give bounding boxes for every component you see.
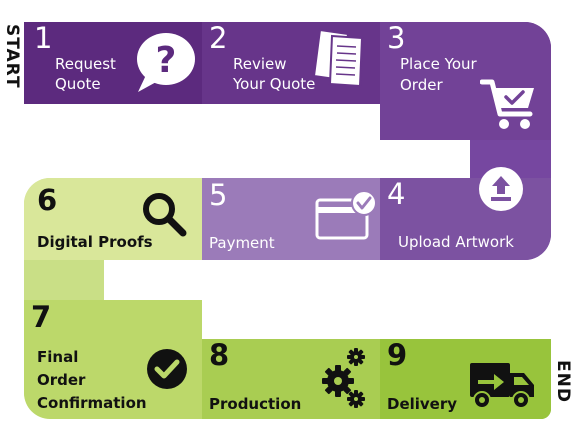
step-9-label-line-1: Delivery <box>387 395 458 413</box>
step-1-number: 1 <box>34 21 53 55</box>
magnifier-icon <box>143 193 187 237</box>
step-1-label-line-1: Request <box>55 55 116 73</box>
step-7-label-line-1: Final <box>37 348 79 366</box>
step-8-panel: 8 Production <box>202 339 380 419</box>
step-4-panel: 4 Upload Artwork <box>380 167 551 260</box>
credit-card-check-icon <box>315 190 377 240</box>
step-9-number: 9 <box>387 338 408 372</box>
checkmark-circle-icon <box>147 349 187 389</box>
step-4-number: 4 <box>387 177 406 211</box>
step-5-number: 5 <box>209 178 228 212</box>
step-7-number: 7 <box>31 300 52 334</box>
step-2-label-line-1: Review <box>233 55 287 73</box>
step-5-label-line-1: Payment <box>209 234 275 252</box>
step-7-label-line-3: Confirmation <box>37 394 147 412</box>
step-3-panel: 3 Place Your Order <box>380 22 551 140</box>
step-8-label-line-1: Production <box>209 395 302 413</box>
upload-icon <box>479 167 523 211</box>
step-1-panel: 1 Request Quote ? <box>24 22 202 104</box>
step-6-panel: 6 Digital Proofs <box>24 178 202 260</box>
end-label: END <box>553 360 573 403</box>
step-9-panel: 9 Delivery <box>380 339 551 419</box>
step-2-panel: 2 Review Your Quote <box>202 22 380 104</box>
step-8-number: 8 <box>209 338 230 372</box>
delivery-truck-icon <box>470 363 534 409</box>
gears-icon <box>322 348 365 408</box>
step-3-label-line-2: Order <box>400 76 443 94</box>
step-3-label-line-1: Place Your <box>400 55 477 73</box>
step-2-number: 2 <box>209 21 228 55</box>
shopping-cart-check-icon <box>480 79 534 129</box>
step-7-label-line-2: Order <box>37 371 86 389</box>
svg-text:?: ? <box>156 40 177 81</box>
step-2-label-line-2: Your Quote <box>233 75 316 93</box>
step-5-panel: 5 Payment <box>202 178 380 260</box>
step-1-label-line-2: Quote <box>55 75 101 93</box>
step-7-panel: 7 Final Order Confirmation <box>24 300 202 419</box>
step-6-label-line-1: Digital Proofs <box>37 233 153 251</box>
start-label: START <box>2 24 22 89</box>
documents-icon <box>312 28 364 88</box>
step-6-number: 6 <box>37 183 58 217</box>
step-3-number: 3 <box>387 21 406 55</box>
speech-bubble-question-icon: ? <box>137 33 195 92</box>
step-4-label-line-1: Upload Artwork <box>398 233 514 251</box>
